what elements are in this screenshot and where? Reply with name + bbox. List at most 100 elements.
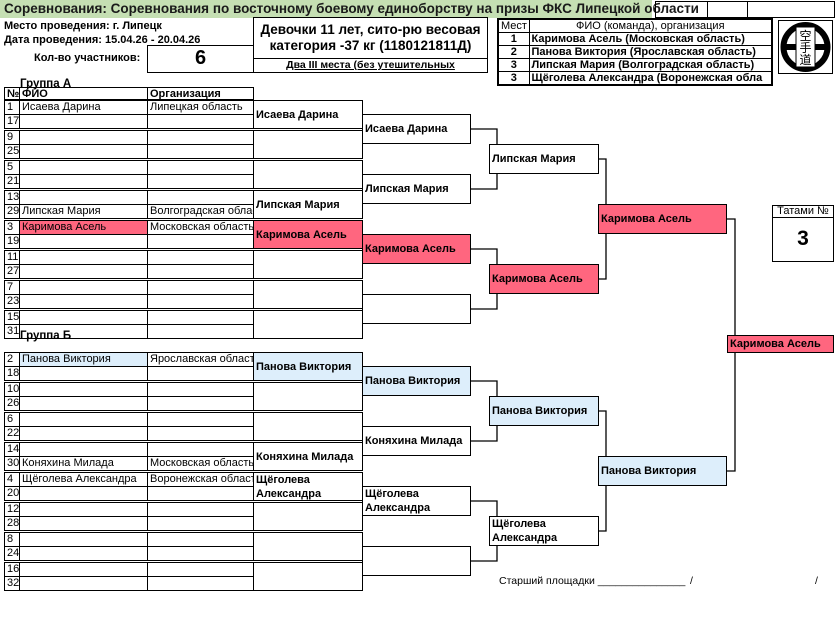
seed-number: 18: [4, 366, 20, 381]
participant-org: Воронежская област: [147, 472, 254, 487]
seed-number: 20: [4, 486, 20, 501]
seed-number: 5: [4, 160, 20, 175]
svg-text:手: 手: [799, 41, 811, 55]
participant-org: Московская область: [147, 220, 254, 235]
seed-number: 28: [4, 516, 20, 531]
participant-name: Коняхина Милада: [19, 456, 148, 471]
title-cell: [655, 1, 707, 18]
seed-number: 10: [4, 382, 20, 397]
participant-name: [19, 426, 148, 441]
seed-number: 7: [4, 280, 20, 295]
seed-number: 4: [4, 472, 20, 487]
seed-number: 22: [4, 426, 20, 441]
tatami-label: Татами №: [773, 206, 833, 218]
connector-line: [726, 352, 736, 472]
seed-number: 14: [4, 442, 20, 457]
participant-org: [147, 234, 254, 249]
participant-name: [19, 280, 148, 295]
round3-winner: Каримова Асель: [489, 264, 599, 294]
footer-signature-label: Старший площадки _______________: [499, 575, 686, 587]
seed-number: 8: [4, 532, 20, 547]
participant-name: [19, 174, 148, 189]
round1-winner: Липская Мария: [253, 190, 363, 219]
logo-emblem-icon: 空 手 道: [780, 22, 831, 72]
seed-number: 21: [4, 174, 20, 189]
seed-number: 15: [4, 310, 20, 325]
connector-line: [470, 546, 498, 562]
participant-org: [147, 366, 254, 381]
participant-name: [19, 382, 148, 397]
connector-line: [598, 158, 607, 204]
participant-org: Липецкая область: [147, 100, 254, 115]
round3-winner: Липская Мария: [489, 144, 599, 174]
round2-winner: Исаева Дарина: [362, 114, 471, 144]
participant-name: Исаева Дарина: [19, 100, 148, 115]
round2-winner: Коняхина Милада: [362, 426, 471, 456]
connector-line: [470, 128, 498, 144]
seed-number: 12: [4, 502, 20, 517]
competition-title: Соревнования: Соревнования по восточному…: [0, 0, 699, 18]
final-winner: Каримова Асель: [727, 335, 834, 353]
participant-org: [147, 426, 254, 441]
participant-org: [147, 442, 254, 457]
participant-name: Щёголева Александра: [19, 472, 148, 487]
participant-org: [147, 412, 254, 427]
category-title: Девочки 11 лет, сито-рю весовая категори…: [254, 18, 487, 59]
round1-winner: [253, 280, 363, 309]
participant-org: [147, 516, 254, 531]
participant-org: [147, 190, 254, 205]
svg-text:空: 空: [799, 29, 811, 43]
participant-name: [19, 234, 148, 249]
participant-org: [147, 562, 254, 577]
round1-winner: Исаева Дарина: [253, 100, 363, 129]
tatami-box: Татами № 3: [772, 205, 834, 262]
participant-name: [19, 294, 148, 309]
participant-name: [19, 366, 148, 381]
header-name: ФИО: [19, 87, 148, 100]
seed-number: 19: [4, 234, 20, 249]
header-num: №: [4, 87, 20, 100]
participant-name: [19, 114, 148, 129]
karate-logo: 空 手 道: [778, 20, 833, 74]
connector-line: [470, 426, 498, 442]
participant-name: [19, 250, 148, 265]
round1-winner: [253, 160, 363, 189]
round1-winner: [253, 412, 363, 441]
footer-separator: /: [690, 575, 693, 587]
footer-separator: /: [815, 575, 818, 587]
seed-number: 17: [4, 114, 20, 129]
participant-org: [147, 310, 254, 325]
seed-number: 13: [4, 190, 20, 205]
participant-org: [147, 502, 254, 517]
round1-winner: Коняхина Милада: [253, 442, 363, 471]
seed-number: 31: [4, 324, 20, 339]
participant-name: [19, 546, 148, 561]
participant-name: [19, 576, 148, 591]
round1-winner: [253, 130, 363, 159]
result-name: Щёголева Александра (Воронежская обла: [528, 71, 773, 86]
participant-name: [19, 516, 148, 531]
seed-number: 27: [4, 264, 20, 279]
connector-line: [470, 380, 498, 396]
seed-number: 6: [4, 412, 20, 427]
participant-name: Каримова Асель: [19, 220, 148, 235]
participant-name: [19, 264, 148, 279]
connector-line: [598, 486, 607, 532]
participant-org: [147, 396, 254, 411]
seed-number: 30: [4, 456, 20, 471]
participant-org: Волгоградская облас: [147, 204, 254, 219]
seed-number: 9: [4, 130, 20, 145]
participant-org: [147, 174, 254, 189]
participant-org: Ярославская област: [147, 352, 254, 367]
participant-name: [19, 310, 148, 325]
participant-name: [19, 562, 148, 577]
connector-line: [470, 174, 498, 190]
seed-number: 3: [4, 220, 20, 235]
header-org: Организация: [147, 87, 254, 100]
connector-line: [470, 500, 498, 516]
third-place-note: Два III места (без утешительных: [286, 59, 455, 71]
